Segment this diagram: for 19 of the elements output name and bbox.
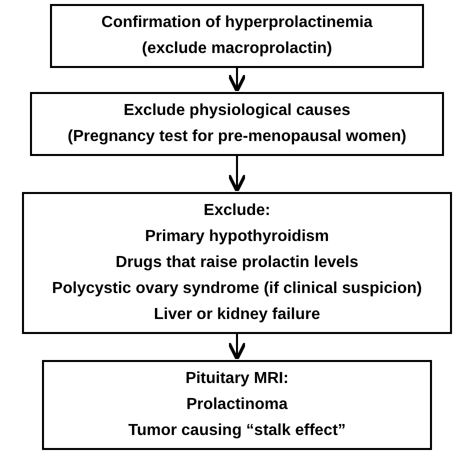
box-text: (Pregnancy test for pre-menopausal women) <box>66 127 408 147</box>
process-box <box>30 92 444 156</box>
arrow <box>227 156 247 193</box>
arrow <box>227 68 247 93</box>
box-text: Prolactinoma <box>185 395 289 415</box>
box-text: Polycystic ovary syndrome (if clinical suspicion) <box>51 279 423 299</box>
box-text: Tumor causing “stalk effect” <box>127 421 347 441</box>
process-box <box>42 360 432 450</box>
box-text: Confirmation of hyperprolactinemia <box>100 13 374 33</box>
process-box <box>50 4 424 68</box>
box-text: Exclude physiological causes <box>122 101 352 121</box>
box-text: Pituitary MRI: <box>184 369 290 389</box>
box-text: Drugs that raise prolactin levels <box>114 253 360 273</box>
process-box <box>22 192 452 334</box>
box-text: Primary hypothyroidism <box>144 227 330 247</box>
box-text: Liver or kidney failure <box>152 305 322 325</box>
arrow <box>227 334 247 361</box>
box-text: Exclude: <box>202 201 272 221</box>
box-text: (exclude macroprolactin) <box>140 39 334 59</box>
